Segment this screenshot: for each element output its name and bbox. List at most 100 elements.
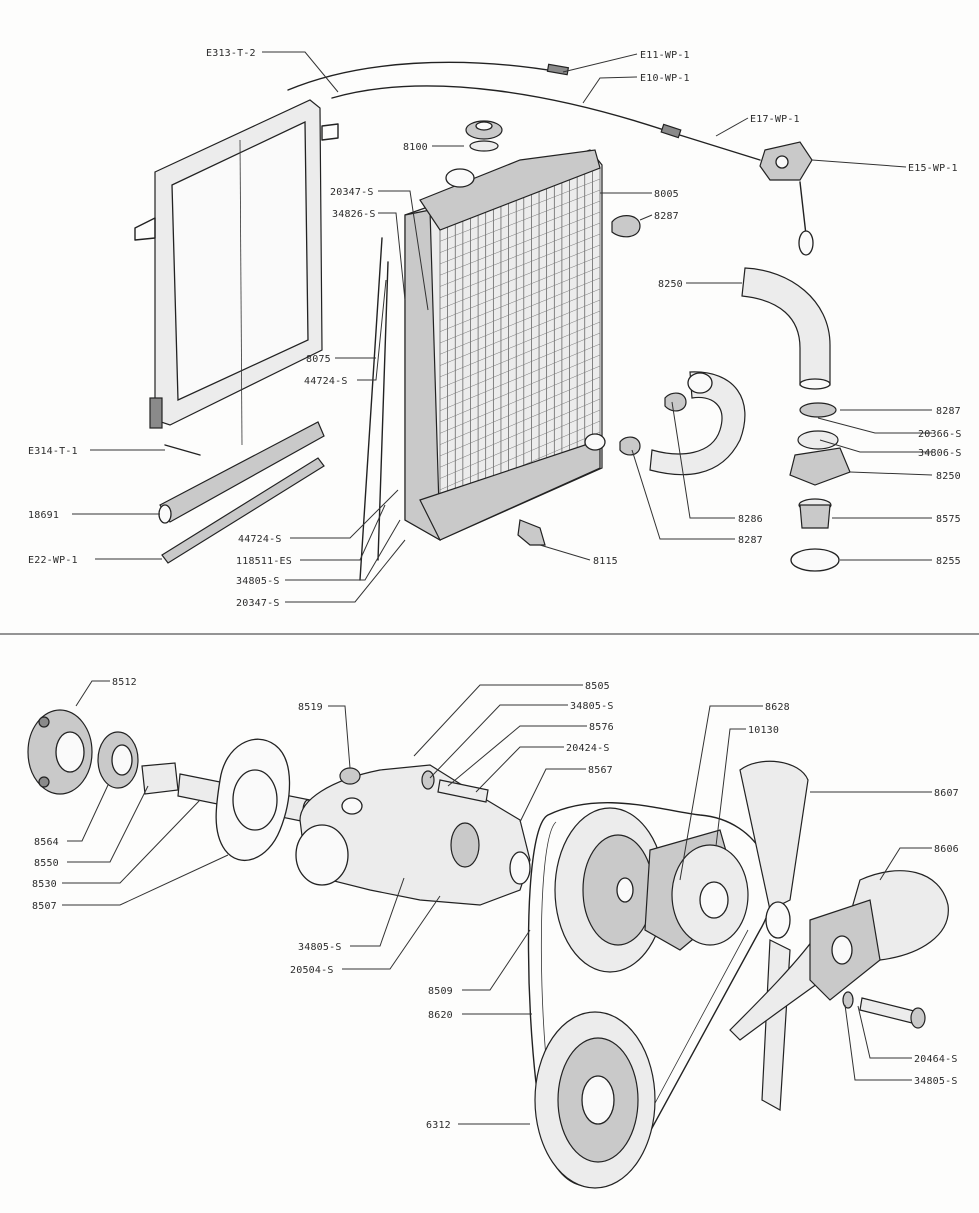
core-tube <box>439 409 601 479</box>
radiator-bottom-tank <box>419 439 601 541</box>
label-8564: 8564 <box>34 837 59 848</box>
outlet-pipe <box>584 433 606 451</box>
lower-hose-clip-2 <box>619 436 641 456</box>
label-8287-top: 8287 <box>654 211 679 222</box>
label-8287-right: 8287 <box>936 406 961 417</box>
fan-washer <box>842 991 854 1009</box>
label-8075: 8075 <box>306 354 331 365</box>
core-tube <box>439 387 601 457</box>
crank-pulley-bore <box>581 1075 615 1125</box>
thermostat-neck <box>797 430 839 450</box>
label-e17-wp-1: E17-WP-1 <box>750 114 800 125</box>
core-tube <box>439 255 601 321</box>
label-8519: 8519 <box>298 702 323 713</box>
core-tube <box>439 244 601 310</box>
label-8606: 8606 <box>934 844 959 855</box>
label-8250-hose: 8250 <box>658 279 683 290</box>
pump-port <box>341 797 363 815</box>
radiator-stay <box>359 237 383 581</box>
core-tube <box>439 211 601 276</box>
label-8550: 8550 <box>34 858 59 869</box>
thermostat-gasket <box>790 548 840 572</box>
lower-hose-clip-1 <box>664 392 687 412</box>
cable-ferrule <box>546 63 570 76</box>
label-e10-wp-1: E10-WP-1 <box>640 73 690 84</box>
label-34805-s-lower: 34805-S <box>298 942 342 953</box>
label-8507: 8507 <box>32 901 57 912</box>
label-e22-wp-1: E22-WP-1 <box>28 555 78 566</box>
label-8530: 8530 <box>32 879 57 890</box>
clip-part <box>164 444 201 456</box>
radiator-stay-2 <box>377 261 389 561</box>
core-tube <box>439 288 601 355</box>
hub-bolt-2 <box>38 776 50 788</box>
upper-leader-lines <box>72 51 933 603</box>
fan-blade-upper <box>739 760 809 911</box>
label-20424-s: 20424-S <box>566 743 610 754</box>
gasket-hole <box>232 769 278 831</box>
label-e313-t-2: E313-T-2 <box>206 48 256 59</box>
fan-6606-bore <box>831 935 853 965</box>
core-tube <box>439 266 601 332</box>
label-20347-s-top: 20347-S <box>330 187 374 198</box>
label-118511-es: 118511-ES <box>236 556 292 567</box>
label-20366-s: 20366-S <box>918 429 962 440</box>
seal-bore <box>111 744 133 776</box>
label-18691: 18691 <box>28 510 59 521</box>
pump-pulley-bore <box>616 877 634 903</box>
lower-labels: 8512 8519 8505 34805-S 8576 20424-S 8567… <box>32 677 959 1131</box>
shroud-opening <box>171 120 309 402</box>
cable-upper <box>287 61 561 91</box>
shroud-rod <box>239 139 243 446</box>
core-tube <box>439 321 601 389</box>
radiator-core-grid <box>439 167 601 536</box>
label-8286: 8286 <box>738 514 763 525</box>
label-8620: 8620 <box>428 1010 453 1021</box>
lower-hose <box>649 371 746 476</box>
cable-end <box>669 131 761 161</box>
pump-bearing-housing <box>450 822 480 868</box>
radiator-top-tank <box>419 149 601 231</box>
label-8628: 8628 <box>765 702 790 713</box>
hose-clip-8287 <box>799 402 837 418</box>
label-34805-s-fan: 34805-S <box>914 1076 958 1087</box>
lower-hose-end <box>687 372 713 394</box>
fan-bolt-head <box>910 1007 926 1029</box>
upper-labels: E313-T-2 E11-WP-1 E10-WP-1 E17-WP-1 E15-… <box>28 48 962 609</box>
hub-bore <box>55 731 85 773</box>
label-20347-s-bottom: 20347-S <box>236 598 280 609</box>
core-tube <box>439 277 601 344</box>
shroud-tab-right <box>321 123 339 141</box>
label-20504-s: 20504-S <box>290 965 334 976</box>
upper-hose <box>741 267 831 386</box>
cable-lower <box>331 85 671 133</box>
core-tube <box>439 299 601 366</box>
label-8505: 8505 <box>585 681 610 692</box>
filler-neck <box>445 168 475 188</box>
label-34826-s: 34826-S <box>332 209 376 220</box>
cap-seal <box>469 140 499 152</box>
label-34805-s-pump: 34805-S <box>570 701 614 712</box>
label-8005: 8005 <box>654 189 679 200</box>
core-tube <box>439 343 601 411</box>
pump-flange-bore <box>509 851 531 885</box>
core-tube <box>439 332 601 400</box>
core-tube <box>439 420 601 491</box>
core-tube <box>439 310 601 378</box>
cable-sleeve <box>660 123 682 139</box>
water-pump-assembly-drawing <box>27 709 949 1189</box>
fan-center <box>765 901 791 939</box>
pump-outlet <box>295 824 349 886</box>
gauge-bulb <box>798 230 814 256</box>
drain-tube <box>161 457 325 564</box>
gauge-port <box>775 155 789 169</box>
upper-hose-end <box>799 378 831 390</box>
cap-top <box>475 121 493 131</box>
label-8567: 8567 <box>588 765 613 776</box>
radiator-assembly-drawing <box>134 61 851 581</box>
shroud-bracket <box>149 397 163 429</box>
pump-washer <box>421 770 435 790</box>
label-34806-s: 34806-S <box>918 448 962 459</box>
